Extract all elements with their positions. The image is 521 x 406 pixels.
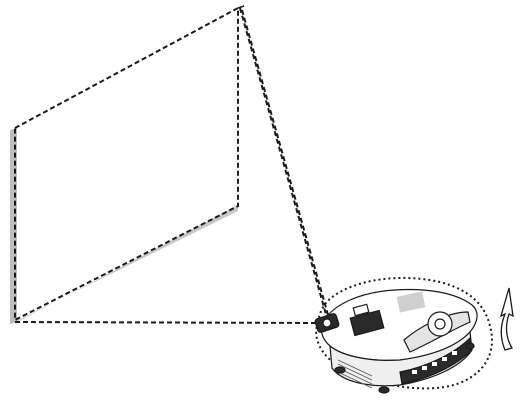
projector-foot-left [334,366,346,374]
projection-screen-group [10,5,245,324]
projector-small-window [352,303,370,317]
screen-top-corner-mark [237,5,245,9]
projection-beam [14,7,331,324]
projection-screen [14,6,239,322]
projector-lens-ring [322,318,332,328]
tilt-arrow-icon [499,287,514,351]
projector-dark-panel [349,309,385,337]
projector-connector-panel [399,336,473,385]
projector [314,288,478,394]
projector-connectors [412,351,457,374]
projector-foot-front [465,342,475,350]
projector-dial-center [434,318,446,330]
projection-beam-bottom [14,321,319,324]
projector-foot-right [378,386,390,394]
projector-speaker-grille [396,291,426,313]
projection-beam-top [239,7,328,319]
projection-beam-right [241,9,331,323]
